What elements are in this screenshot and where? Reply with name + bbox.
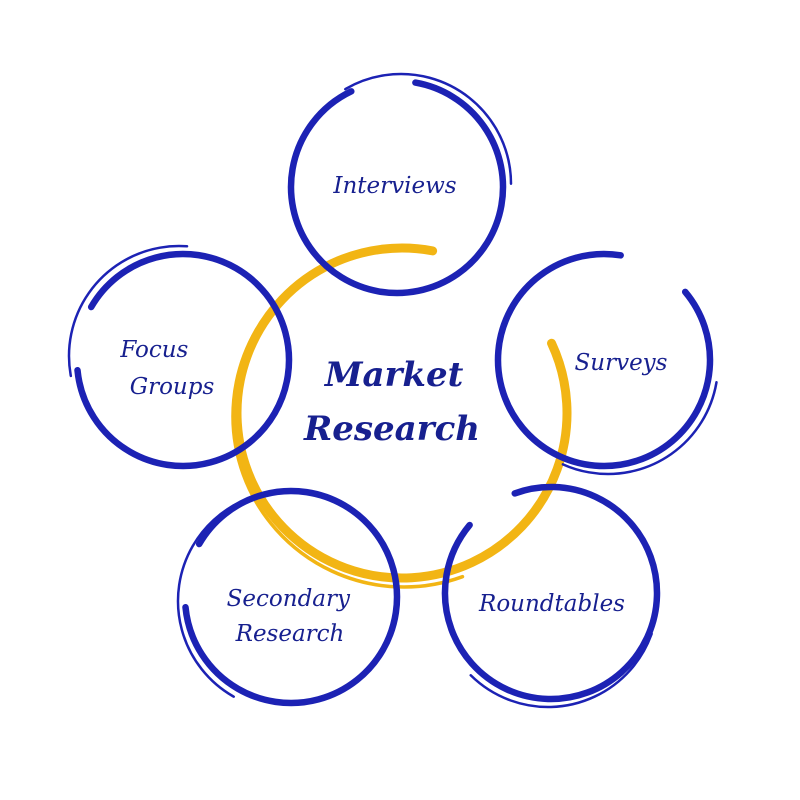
satellite-label-focus-groups: Focus Groups <box>119 337 214 400</box>
satellite-label-focus-line-1: Focus <box>119 337 188 363</box>
satellite-label-focus-line-2: Groups <box>130 374 215 400</box>
satellite-ring-interviews <box>287 72 513 297</box>
satellite-ring-surveys <box>494 250 720 476</box>
satellite-label-interviews: Interviews <box>332 173 456 199</box>
center-label: Market Research <box>303 355 480 449</box>
satellite-ring-roundtables <box>436 483 661 709</box>
satellite-ring-secondary-research <box>176 487 401 713</box>
center-ring <box>231 243 577 589</box>
satellite-label-secondary-research: Secondary Research <box>227 586 358 647</box>
center-label-line-1: Market <box>324 355 464 395</box>
satellite-label-secondary-line-1: Secondary <box>227 586 351 612</box>
satellite-label-roundtables: Roundtables <box>478 591 625 617</box>
satellite-label-surveys: Surveys <box>575 350 668 376</box>
satellite-ring-focus-groups <box>67 244 293 470</box>
satellite-label-secondary-line-2: Research <box>235 621 345 647</box>
center-label-line-2: Research <box>303 409 480 449</box>
